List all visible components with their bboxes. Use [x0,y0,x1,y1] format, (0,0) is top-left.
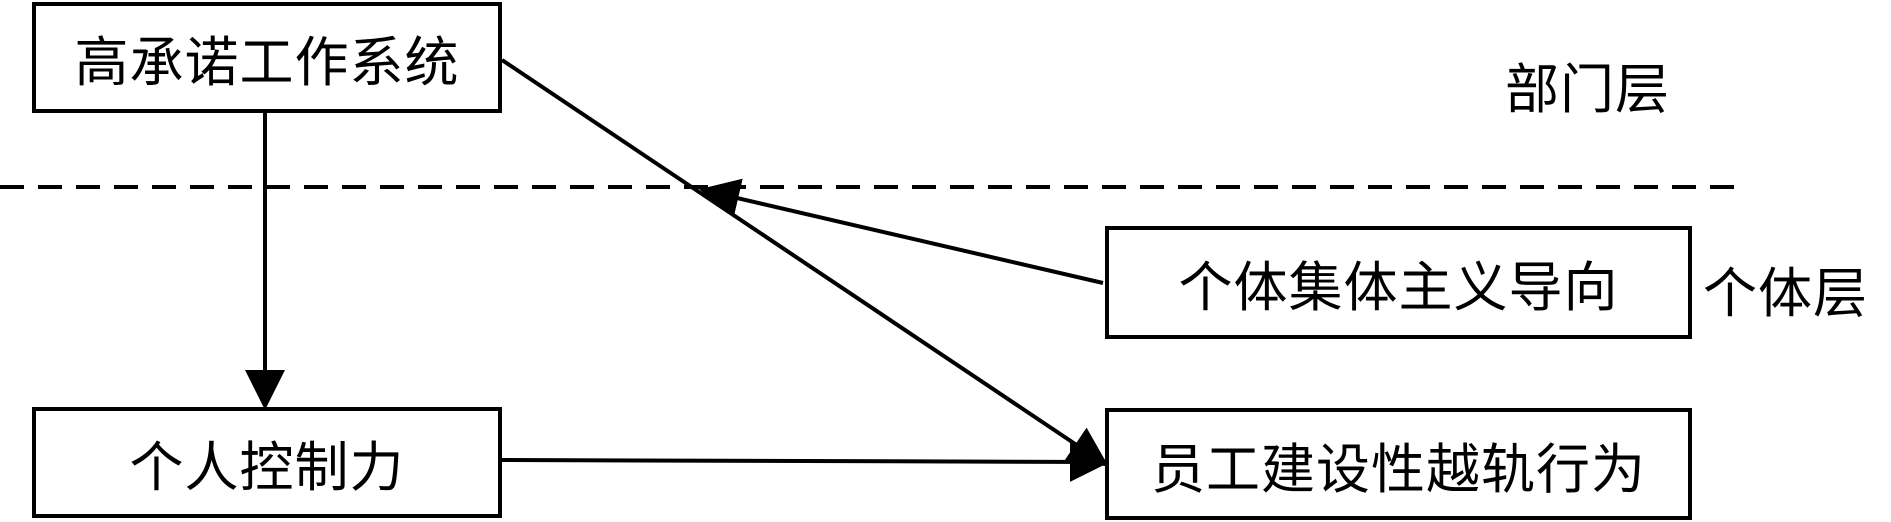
node-individual-collectivism-orientation: 个体集体主义导向 [1105,226,1692,339]
arrow-collectivism-moderation [699,178,1104,285]
label-individual-layer: 个体层 [1703,262,1868,325]
label-department-layer: 部门层 [1505,58,1670,121]
node-employee-constructive-deviance: 员工建设性越轨行为 [1105,408,1692,520]
node-high-commitment-work-system: 高承诺工作系统 [32,2,502,113]
arrow-personal-control-to-deviance [501,441,1110,482]
node-personal-control: 个人控制力 [32,407,502,518]
arrow-hcws-to-deviance [500,58,1109,467]
